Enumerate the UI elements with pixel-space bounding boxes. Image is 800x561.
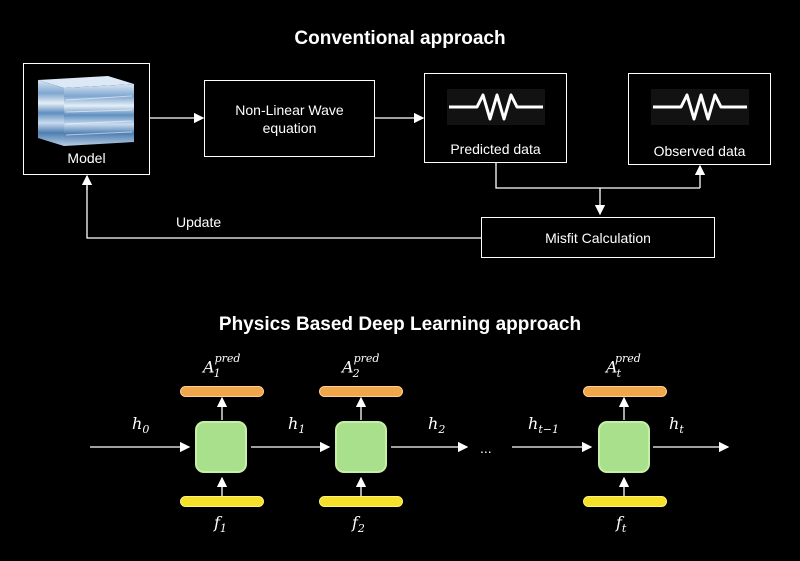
observed-data-box: Observed data (628, 73, 771, 165)
output-label: Atpred (606, 352, 641, 380)
update-label: Update (176, 214, 222, 230)
hidden-state-label: h2 (428, 414, 446, 437)
input-bar (180, 496, 264, 507)
line-update (86, 186, 481, 239)
wave-equation-box: Non-Linear Wave equation (204, 80, 375, 157)
pbdl-title: Physics Based Deep Learning approach (218, 314, 582, 335)
input-label: ft (616, 513, 627, 536)
waveform-icon (447, 89, 545, 125)
ellipsis: ... (480, 440, 492, 456)
predicted-label: Predicted data (450, 141, 541, 157)
predicted-data-box: Predicted data (424, 73, 567, 163)
hidden-state-label: ht−1 (528, 414, 559, 437)
waveform-icon (651, 89, 749, 125)
line-predicted-observed (495, 163, 700, 189)
output-bar (180, 386, 264, 397)
input-bar (583, 496, 667, 507)
rnn-cell (335, 421, 387, 473)
rnn-cell (195, 421, 247, 473)
input-label: f1 (214, 513, 227, 536)
output-label: A1pred (203, 352, 241, 380)
hidden-state-label: h1 (288, 414, 306, 437)
output-label: A2pred (342, 352, 380, 380)
input-label: f2 (352, 513, 365, 536)
hidden-state-label: h0 (132, 414, 150, 437)
misfit-box: Misfit Calculation (481, 217, 715, 258)
input-bar (319, 496, 403, 507)
output-bar (583, 386, 667, 397)
model-label: Model (67, 150, 106, 166)
misfit-label: Misfit Calculation (545, 229, 651, 246)
hidden-state-label: ht (669, 414, 684, 437)
output-bar (319, 386, 403, 397)
conventional-title: Conventional approach (294, 28, 506, 49)
model-box: Model (23, 63, 150, 175)
rnn-cell (598, 421, 650, 473)
observed-label: Observed data (653, 143, 746, 159)
wave-equation-label: Non-Linear Wave equation (235, 101, 344, 136)
velocity-model-cube-icon (38, 76, 134, 146)
